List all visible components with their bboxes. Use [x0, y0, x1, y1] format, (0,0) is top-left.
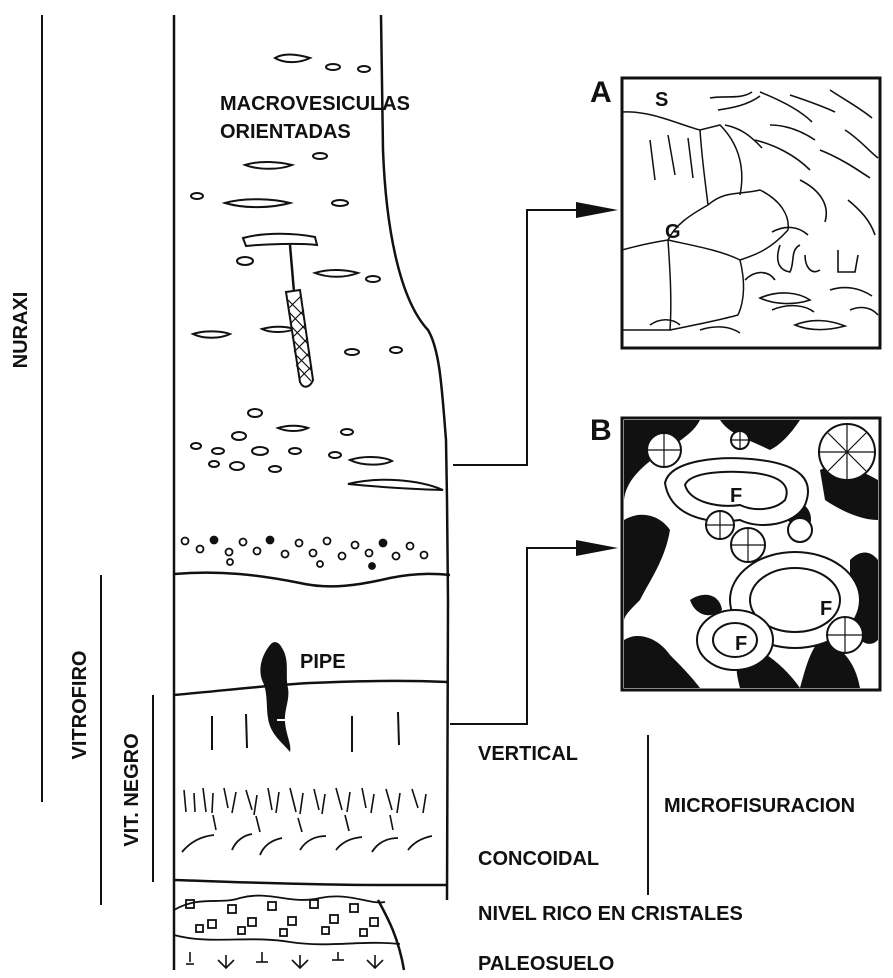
inset-b-label-f2: F — [820, 598, 832, 620]
macrovesiculas-label-line2: ORIENTADAS — [220, 121, 351, 143]
paleosuelo-label: PALEOSUELO — [478, 953, 614, 975]
inset-b: B — [590, 414, 880, 690]
arrowhead-a — [576, 202, 618, 218]
macrovesiculas-label-line1: MACROVESICULAS — [220, 93, 410, 115]
arrowhead-b — [576, 540, 618, 556]
inset-a-title: A — [590, 76, 612, 109]
inset-a-label-s: S — [655, 89, 668, 111]
pipe-structure — [260, 642, 290, 752]
paleosol-roots — [186, 952, 383, 968]
crystal-rich-layer — [174, 896, 400, 945]
microvesicle-row — [182, 537, 428, 570]
hammer-icon — [243, 234, 317, 387]
inset-a-label-g: G — [665, 221, 681, 243]
macrovesicles — [191, 55, 443, 490]
inset-b-label-f1: F — [730, 485, 742, 507]
nuraxi-label: NURAXI — [10, 292, 32, 369]
inset-b-label-e: E — [672, 666, 685, 688]
vitrofiro-label: VITROFIRO — [69, 651, 91, 760]
conchoidal-fractures — [182, 834, 432, 855]
vit-negro-label: VIT. NEGRO — [121, 733, 143, 846]
pipe-label: PIPE — [300, 651, 346, 673]
connector-arrow-b — [450, 548, 605, 724]
concoidal-label: CONCOIDAL — [478, 848, 599, 870]
microfisuracion-label: MICROFISURACION — [664, 795, 855, 817]
nivel-rico-label: NIVEL RICO EN CRISTALES — [478, 903, 743, 925]
inset-b-title: B — [590, 414, 612, 447]
inset-a: A — [590, 76, 880, 348]
vertical-fissures — [212, 712, 399, 752]
inset-b-label-f3: F — [735, 633, 747, 655]
connector-arrow-a — [453, 210, 605, 465]
vertical-label: VERTICAL — [478, 743, 578, 765]
micro-fissures — [184, 788, 426, 832]
